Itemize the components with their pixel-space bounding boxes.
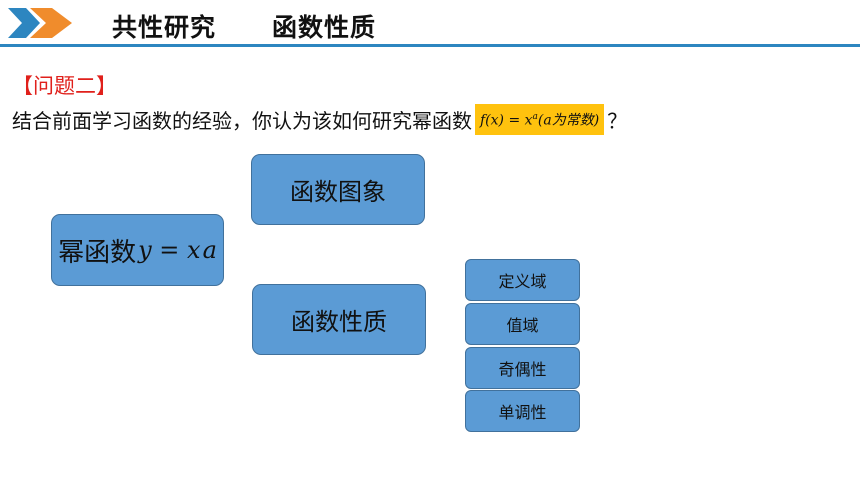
formula-exponent: a bbox=[532, 112, 538, 122]
power-function-exponent: a bbox=[202, 236, 217, 264]
header: 共性研究 函数性质 bbox=[0, 0, 860, 48]
property-domain-box: 定义域 bbox=[465, 259, 580, 301]
power-function-label: 幂函数 bbox=[58, 237, 137, 268]
property-range-box: 值域 bbox=[465, 303, 580, 345]
header-title-function-properties: 函数性质 bbox=[272, 13, 377, 42]
question-title: 【问题二】 bbox=[12, 74, 117, 98]
question-text: 结合前面学习函数的经验，你认为该如何研究幂函数 f(x) = xa(a为常数) … bbox=[12, 104, 627, 135]
function-property-box: 函数性质 bbox=[252, 284, 426, 355]
power-function-formula: y = x bbox=[138, 236, 201, 264]
question-body: 结合前面学习函数的经验，你认为该如何研究幂函数 bbox=[12, 108, 472, 133]
header-divider bbox=[0, 44, 860, 47]
function-graph-box: 函数图象 bbox=[251, 154, 425, 225]
header-title-common-study: 共性研究 bbox=[112, 13, 217, 42]
formula-highlight: f(x) = xa(a为常数) bbox=[475, 104, 605, 135]
formula-lhs: f(x) = x bbox=[480, 112, 533, 129]
chevron-arrows-icon bbox=[8, 8, 72, 38]
question-end-mark: ？ bbox=[607, 108, 628, 133]
property-parity-box: 奇偶性 bbox=[465, 347, 580, 389]
property-monotonicity-box: 单调性 bbox=[465, 390, 580, 432]
formula-rhs: (a为常数) bbox=[537, 112, 600, 129]
